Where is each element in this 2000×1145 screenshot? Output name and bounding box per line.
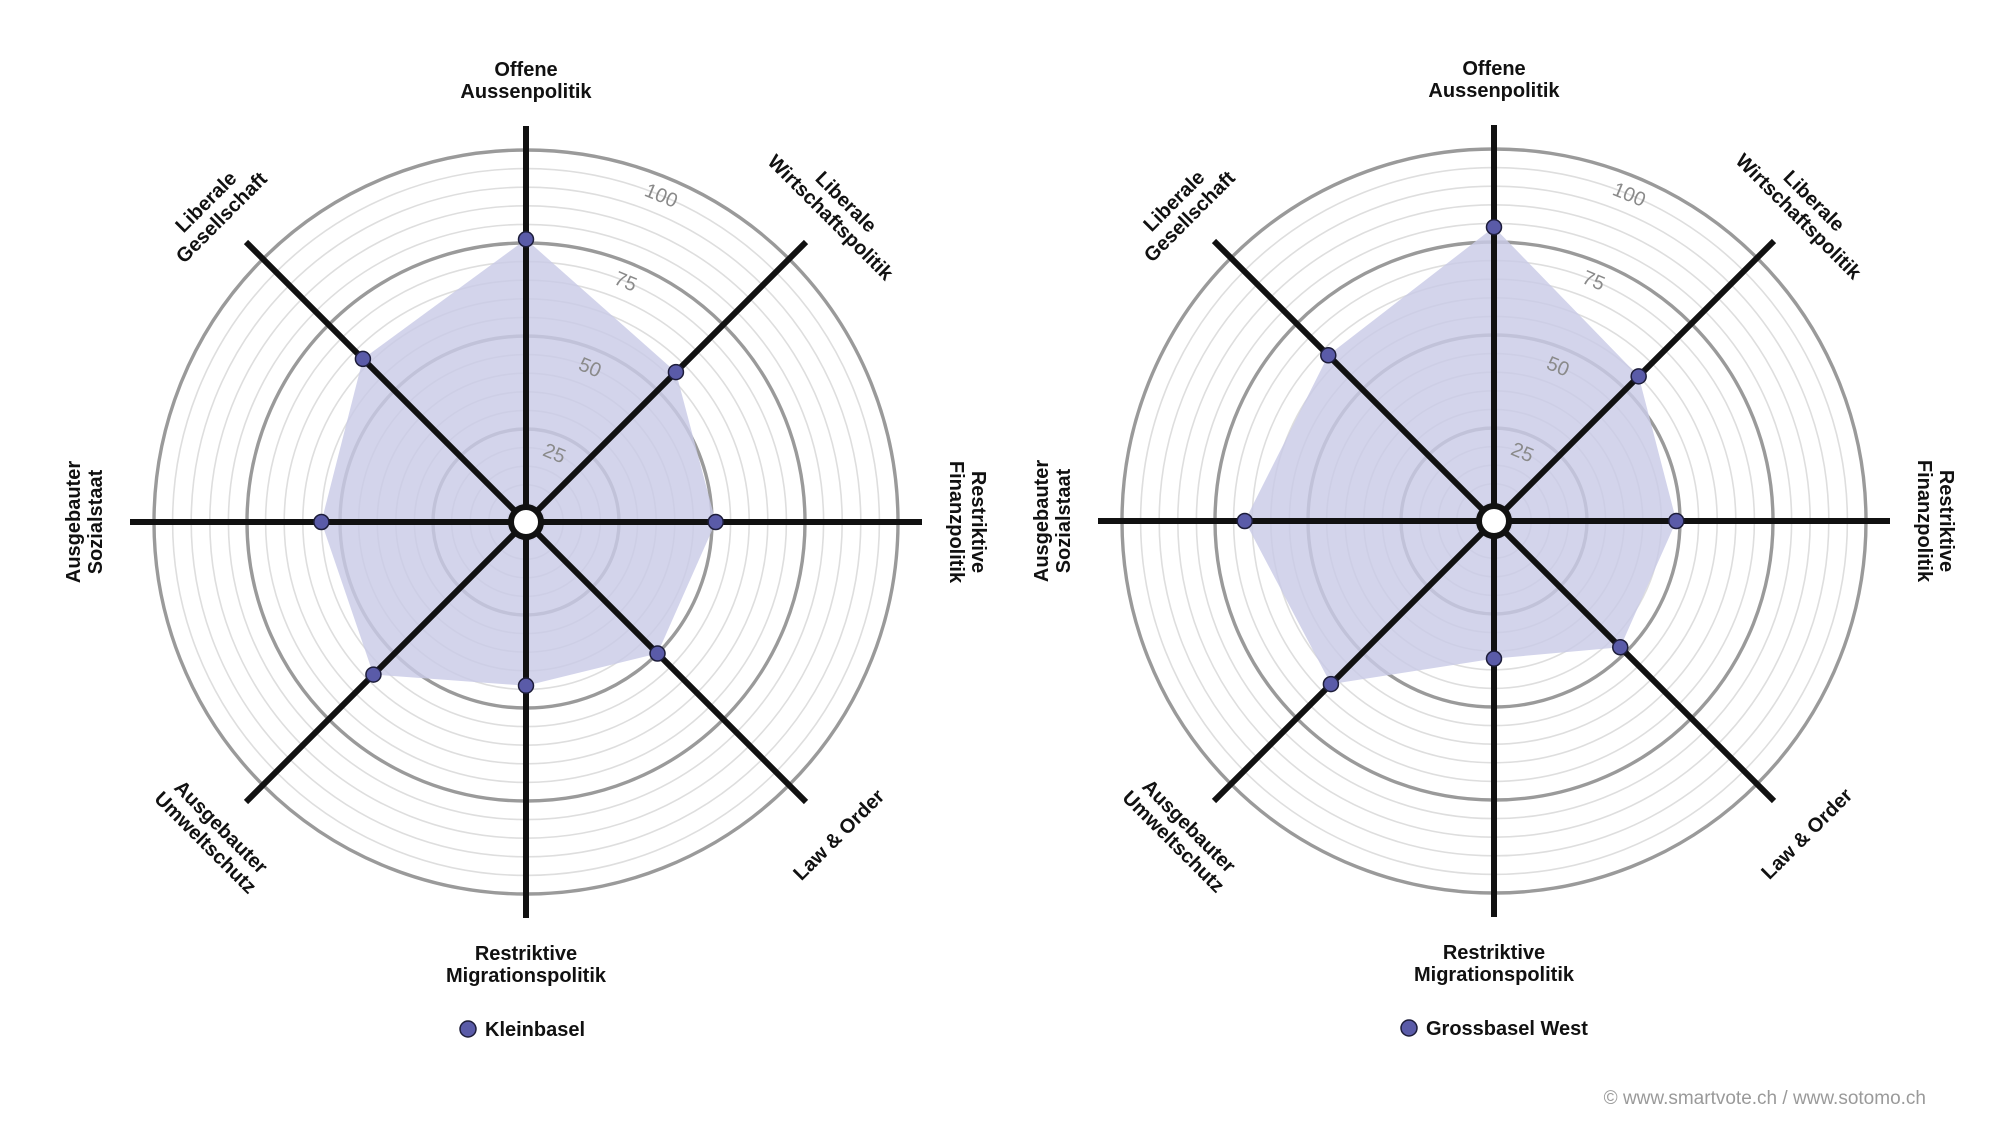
data-point [1668, 512, 1685, 530]
axis-spoke [523, 239, 809, 525]
data-point [1236, 512, 1254, 530]
data-point [517, 231, 535, 248]
tick-label-100: 100 [641, 180, 680, 213]
data-point [1320, 347, 1337, 364]
data-point [517, 677, 535, 694]
axis-spoke [1491, 518, 1777, 804]
series-area [1244, 227, 1677, 685]
tick-label-75: 75 [611, 268, 640, 297]
legend-label: Grossbasel West [1426, 1018, 1588, 1040]
axis-spoke [1211, 238, 1497, 524]
center-hub [508, 504, 544, 540]
data-point [667, 363, 685, 381]
legend: Grossbasel West [1400, 1018, 1588, 1040]
data-point [707, 513, 724, 531]
legend-label: Kleinbasel [485, 1019, 585, 1041]
credit-text: © www.smartvote.ch / www.sotomo.ch [1603, 1088, 1926, 1109]
data-point [1485, 218, 1503, 236]
legend-marker [459, 1020, 477, 1038]
data-point [1322, 675, 1340, 693]
data-point [1630, 368, 1647, 385]
data-point [649, 645, 666, 662]
legend-marker [1400, 1019, 1418, 1037]
axis-spoke [523, 519, 809, 805]
data-point [1485, 650, 1503, 667]
axis-spoke [243, 239, 529, 525]
axis-label-3: RestriktiveFinanzpolitik [1913, 460, 1957, 583]
series-area [321, 239, 716, 686]
axis-spoke [1211, 518, 1497, 804]
data-point [354, 350, 372, 368]
data-point [313, 513, 330, 531]
data-point [365, 666, 382, 683]
axis-label-3: RestriktiveFinanzpolitik [945, 461, 989, 584]
legend: Kleinbasel [459, 1019, 585, 1041]
data-point [1612, 639, 1629, 656]
axis-label-7: AusgebauterSozialstaat [1031, 460, 1075, 582]
axis-label-7: AusgebauterSozialstaat [63, 461, 107, 583]
tick-label-100: 100 [1609, 179, 1648, 212]
axis-spoke [243, 519, 529, 805]
center-hub [1476, 503, 1512, 539]
tick-label-75: 75 [1579, 267, 1608, 296]
